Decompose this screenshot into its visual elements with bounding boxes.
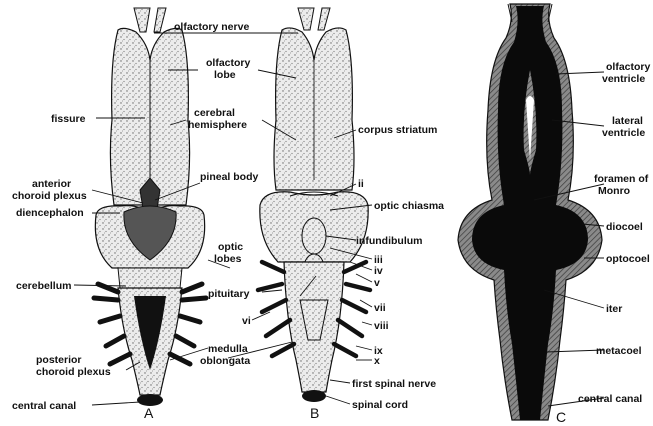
label-olfactory-nerve: olfactory nerve	[174, 21, 249, 33]
label-cerebral-hemisphere-2: hemisphere	[188, 119, 247, 131]
label-cranial-vii: vii	[374, 302, 386, 314]
label-optic-lobes: optic	[218, 241, 243, 253]
label-pineal-body: pineal body	[200, 171, 259, 183]
figure-b-brain	[258, 8, 370, 402]
label-posterior-choroid-plexus: posterior	[36, 354, 82, 366]
label-central-canal-c: central canal	[578, 393, 642, 405]
label-central-canal-a: central canal	[12, 400, 76, 412]
label-cerebral-hemisphere: cerebral	[194, 107, 235, 119]
label-metacoel: metacoel	[596, 345, 642, 357]
label-optocoel: optocoel	[606, 253, 650, 265]
label-cranial-x: x	[374, 355, 380, 367]
figure-a-brain	[94, 8, 206, 406]
caption-a: A	[144, 405, 154, 421]
label-foramen-of-monro-2: Monro	[598, 185, 630, 197]
label-optic-chiasma: optic chiasma	[374, 200, 444, 212]
label-medulla-oblongata: medulla	[208, 343, 248, 355]
label-medulla-oblongata-2: oblongata	[200, 355, 250, 367]
label-anterior-choroid-plexus-2: choroid plexus	[12, 190, 87, 202]
figure-c-ventricles	[458, 4, 602, 420]
label-cranial-viii: viii	[374, 320, 389, 332]
label-infundibulum: infundibulum	[356, 235, 422, 247]
label-iter: iter	[606, 303, 622, 315]
label-posterior-choroid-plexus-2: choroid plexus	[36, 366, 111, 378]
label-diencephalon: diencephalon	[16, 207, 84, 219]
label-optic-lobes-2: lobes	[214, 253, 242, 265]
label-corpus-striatum: corpus striatum	[358, 124, 437, 136]
label-cranial-ii: ii	[358, 178, 364, 190]
label-cranial-v: v	[374, 277, 380, 289]
caption-b: B	[310, 405, 319, 421]
label-first-spinal-nerve: first spinal nerve	[352, 378, 436, 390]
label-foramen-of-monro: foramen of	[594, 173, 649, 185]
caption-c: C	[556, 409, 566, 425]
label-lateral-ventricle: lateral	[612, 115, 643, 127]
label-lateral-ventricle-2: ventricle	[602, 127, 645, 139]
label-olfactory-lobe-2: lobe	[214, 69, 236, 81]
label-olfactory-lobe: olfactory	[206, 57, 251, 69]
label-anterior-choroid-plexus: anterior	[32, 178, 71, 190]
label-olfactory-ventricle-2: ventricle	[602, 73, 645, 85]
label-spinal-cord: spinal cord	[352, 399, 408, 411]
label-cranial-vi: vi	[242, 315, 251, 327]
label-pituitary: pituitary	[208, 288, 250, 300]
label-olfactory-ventricle: olfactory	[606, 61, 651, 73]
label-fissure: fissure	[51, 113, 86, 125]
label-cerebellum: cerebellum	[16, 280, 71, 292]
label-diocoel: diocoel	[606, 221, 643, 233]
label-cranial-iv: iv	[374, 265, 383, 277]
